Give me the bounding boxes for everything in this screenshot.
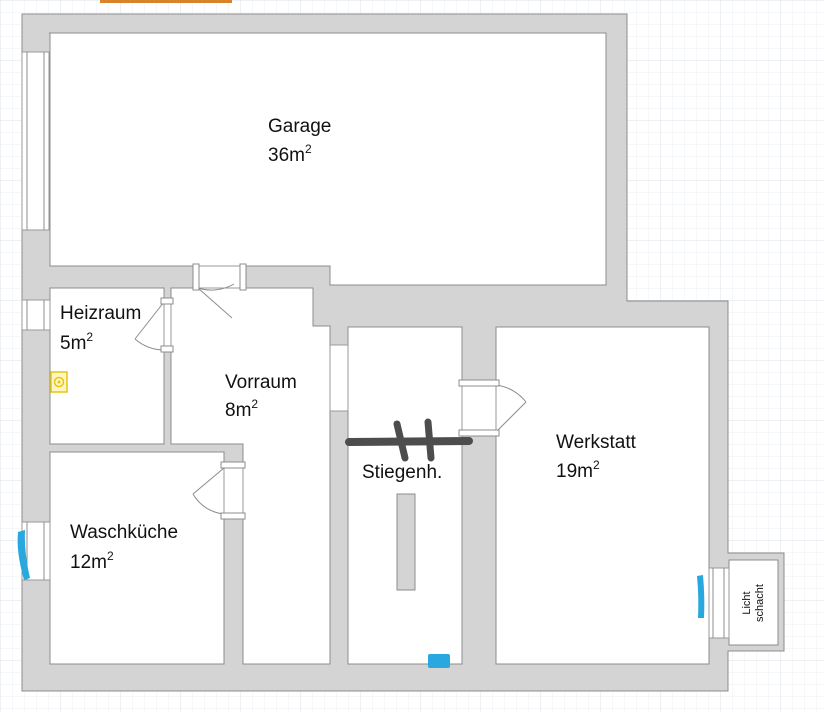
heizraum-floor xyxy=(49,287,165,445)
garage-door-swing xyxy=(197,283,235,319)
blue-marker-right xyxy=(697,575,705,618)
werkstatt-name: Werkstatt xyxy=(556,432,637,453)
svg-text:schacht: schacht xyxy=(754,584,766,622)
stair-icon xyxy=(345,418,473,591)
werkstatt-area: 19m2 xyxy=(556,458,600,482)
heizraum-name: Heizraum xyxy=(60,303,141,324)
lichtschacht-window xyxy=(708,567,730,639)
vorraum-stiegenhaus-opening xyxy=(329,344,349,412)
garage-name: Garage xyxy=(268,116,331,137)
garage-door-opening xyxy=(21,51,50,231)
stiegenhaus-name: Stiegenh. xyxy=(362,462,442,483)
waschkueche-area: 12m2 xyxy=(70,549,114,573)
stair-tick-2 xyxy=(424,418,435,462)
garage-floor xyxy=(49,32,607,286)
room-labels: Garage 36m2 Heizraum 5m2 Vorraum 8m2 Sti… xyxy=(60,116,766,622)
svg-text:Licht: Licht xyxy=(741,591,753,614)
door-posts xyxy=(160,263,500,520)
room-floors xyxy=(49,32,779,665)
waschkueche-floor xyxy=(49,451,225,665)
garage-vorraum-opening xyxy=(195,265,245,289)
highlight-marker-icon xyxy=(17,530,705,668)
garage-area: 36m2 xyxy=(268,142,312,166)
stair-run xyxy=(396,493,416,591)
lichtschacht-label: Licht schacht xyxy=(741,584,766,622)
vorraum-area: 8m2 xyxy=(225,397,258,421)
waschkueche-door-opening xyxy=(223,465,244,517)
waschkueche-name: Waschküche xyxy=(70,522,178,543)
stair-tick-1 xyxy=(393,420,409,462)
stair-bar xyxy=(345,437,473,446)
vorraum-floor xyxy=(170,287,331,665)
blue-marker-bottom xyxy=(428,654,450,668)
heizraum-area: 5m2 xyxy=(60,330,93,354)
werkstatt-door-opening xyxy=(461,382,497,434)
heizraum-door-opening xyxy=(163,301,172,351)
orange-marker-top xyxy=(100,0,232,3)
boiler-icon xyxy=(50,371,68,393)
werkstatt-floor xyxy=(495,326,710,665)
heizraum-window xyxy=(21,299,51,331)
blue-marker-left xyxy=(17,530,30,580)
lichtschacht-floor xyxy=(728,559,779,646)
vorraum-name: Vorraum xyxy=(225,372,297,393)
